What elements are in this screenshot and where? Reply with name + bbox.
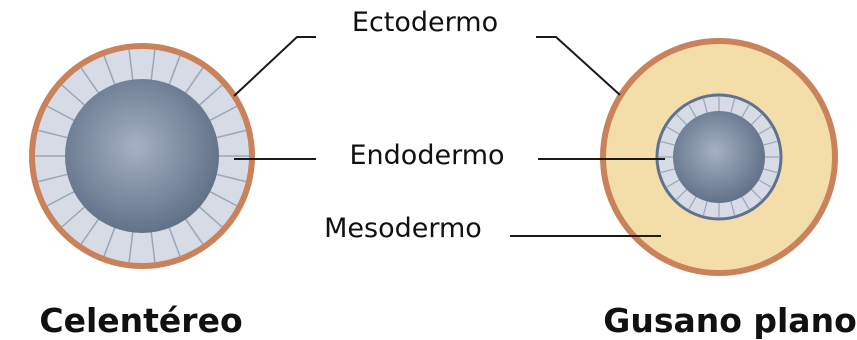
cell-division-line-left xyxy=(215,129,247,139)
cell-division-line-left xyxy=(128,49,134,81)
cell-division-line-right xyxy=(762,140,779,146)
flatworm-caption: Gusano plano xyxy=(603,301,857,340)
ectoderm-leader-right xyxy=(536,36,621,96)
gut-cavity-right xyxy=(673,111,765,203)
gut-cavity-left xyxy=(65,79,219,233)
cell-division-line-right xyxy=(757,178,773,189)
cell-division-line-left xyxy=(103,226,116,257)
cell-division-line-right xyxy=(750,113,763,126)
cell-division-line-left xyxy=(80,218,100,245)
cell-division-line-left xyxy=(184,67,204,94)
cell-division-line-left xyxy=(128,231,134,263)
mesoderm-label: Mesodermo xyxy=(324,213,482,244)
ectoderm-leader-left xyxy=(233,36,316,97)
cell-division-line-right xyxy=(687,195,698,211)
cell-division-line-right xyxy=(659,168,676,174)
cell-division-line-right xyxy=(702,200,708,217)
cell-division-line-left xyxy=(150,231,156,263)
cell-division-line-left xyxy=(46,105,76,122)
endoderm-cell-divisions-right xyxy=(658,96,780,218)
cell-division-line-left xyxy=(61,84,86,107)
cell-division-line-right xyxy=(730,200,736,217)
flatworm-cross-section xyxy=(600,38,838,276)
leader-lines xyxy=(233,36,665,237)
cell-division-line-right xyxy=(687,103,698,119)
cell-division-line-left xyxy=(103,55,116,86)
cell-division-line-left xyxy=(80,67,100,94)
cell-division-line-left xyxy=(208,105,238,122)
cell-division-line-left xyxy=(37,129,69,139)
cell-division-line-left xyxy=(184,218,204,245)
endoderm-label: Endodermo xyxy=(349,140,504,171)
cell-division-line-right xyxy=(750,188,763,201)
cell-division-line-right xyxy=(675,188,688,201)
cell-division-line-right xyxy=(702,97,708,114)
cell-division-line-right xyxy=(757,125,773,136)
coelenterate-caption: Celentéreo xyxy=(39,301,242,340)
endoderm-cell-divisions-left xyxy=(35,49,249,263)
cell-division-line-left xyxy=(208,190,238,207)
cell-division-line-right xyxy=(740,195,751,211)
cell-division-line-left xyxy=(46,190,76,207)
cell-division-line-left xyxy=(215,173,247,183)
cell-division-line-right xyxy=(659,140,676,146)
coelenterate-cross-section xyxy=(29,43,255,269)
cell-division-line-left xyxy=(37,173,69,183)
cell-division-line-left xyxy=(198,84,223,107)
cell-division-line-right xyxy=(665,178,681,189)
cell-division-line-right xyxy=(675,113,688,126)
cell-division-line-right xyxy=(762,168,779,174)
cell-division-line-left xyxy=(168,55,181,86)
ectoderm-label: Ectodermo xyxy=(352,7,498,38)
cell-division-line-left xyxy=(168,226,181,257)
cell-division-line-left xyxy=(150,49,156,81)
cell-division-line-right xyxy=(665,125,681,136)
cell-division-line-right xyxy=(730,97,736,114)
cell-division-line-left xyxy=(61,205,86,228)
cell-division-line-right xyxy=(740,103,751,119)
cell-division-line-left xyxy=(198,205,223,228)
